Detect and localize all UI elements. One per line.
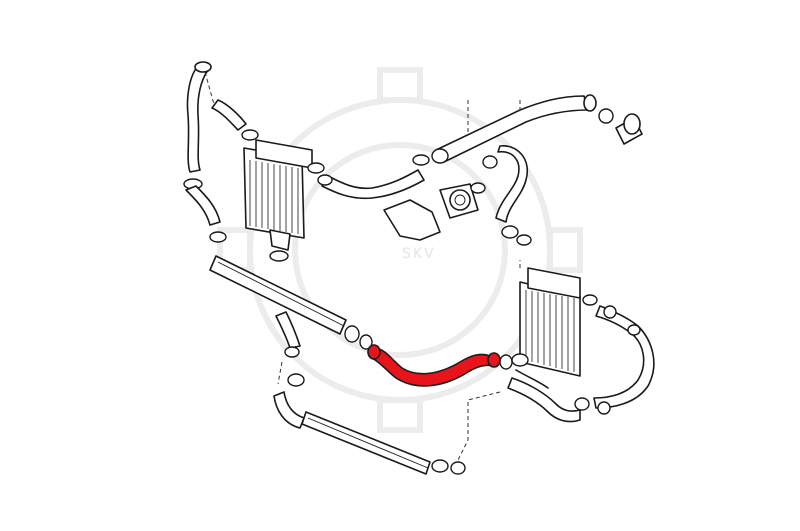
left-intercooler-inlet-hose	[211, 99, 259, 141]
left-intercooler	[243, 139, 325, 262]
watermark-gear	[217, 67, 583, 433]
lower-left-long-pipe	[209, 255, 373, 350]
intercooler-connecting-hose	[367, 344, 501, 387]
lower-right-hose	[507, 377, 581, 423]
leader-line-6	[277, 361, 283, 385]
watermark-text: SKV	[402, 246, 436, 262]
clamp-red-hose-right	[499, 354, 513, 370]
lower-left-hoses	[273, 311, 466, 475]
upper-crossover-pipe	[317, 154, 430, 200]
right-outlet-hose	[574, 305, 655, 415]
middle-s-hose	[482, 145, 532, 246]
left-upper-hose	[183, 61, 227, 243]
top-right-sleeve	[598, 108, 643, 145]
upper-right-tube	[431, 94, 597, 164]
right-intercooler	[511, 267, 598, 389]
leader-line-1	[204, 71, 216, 109]
throttle-body	[383, 182, 486, 241]
leader-line-5	[455, 391, 501, 465]
